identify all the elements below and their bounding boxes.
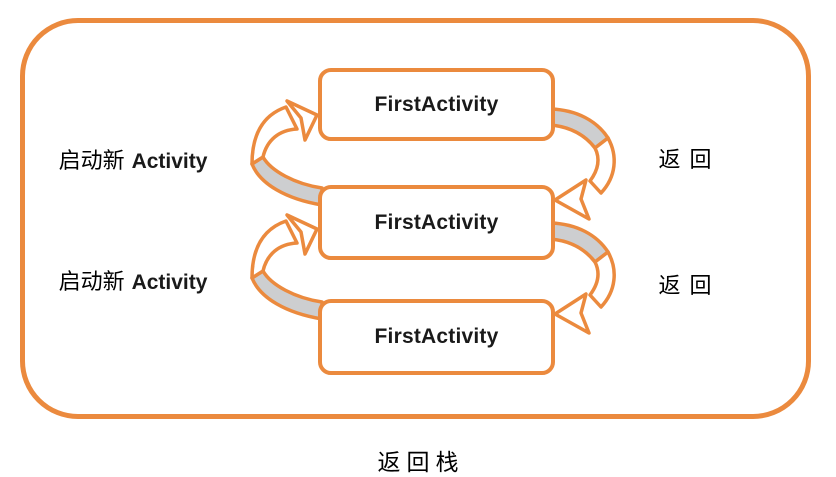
activity-box-3-label: FirstActivity	[374, 325, 499, 348]
back-arrow-icon-1	[549, 107, 616, 221]
outer-frame	[20, 18, 811, 419]
back-arrow-icon-2	[549, 221, 616, 335]
launch-label-2-en: Activity	[131, 271, 208, 294]
launch-arrow-icon-1	[250, 99, 324, 207]
activity-box-1-label: FirstActivity	[374, 92, 499, 116]
launch-label-1: 启动新 Activity	[40, 143, 226, 175]
back-stack-caption: 返回栈	[377, 450, 465, 475]
back-label-2: 返回	[658, 273, 721, 298]
launch-label-1-en: Activity	[131, 150, 208, 173]
launch-label-1-cn: 启动新	[58, 148, 125, 173]
activity-box-2: FirstActivity	[318, 185, 555, 260]
activity-box-3: FirstActivity	[318, 299, 555, 375]
launch-label-2-cn: 启动新	[58, 269, 125, 294]
back-label-1: 返回	[658, 147, 721, 172]
activity-box-1: FirstActivity	[318, 68, 555, 141]
launch-arrow-icon-2	[250, 213, 324, 321]
activity-box-2-label: FirstActivity	[374, 210, 499, 234]
launch-label-2: 启动新 Activity	[40, 264, 226, 296]
